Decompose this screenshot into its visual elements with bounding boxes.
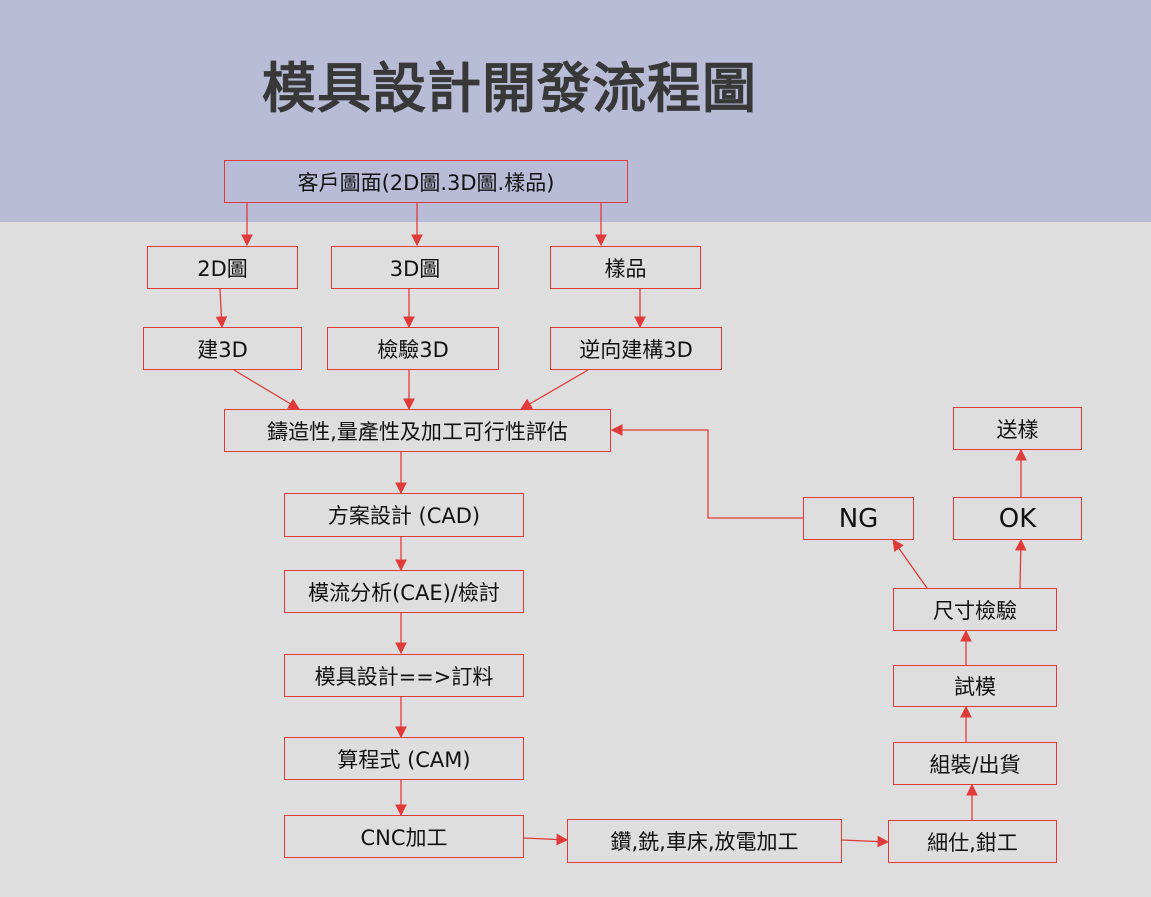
node-feasibility-evaluation: 鑄造性,量產性及加工可行性評估 — [224, 409, 611, 452]
arrow-cnc-to-machining — [523, 833, 569, 846]
node-build-3d: 建3D — [143, 327, 302, 370]
header-band — [0, 0, 1151, 222]
node-reverse-3d: 逆向建構3D — [550, 327, 722, 370]
node-sample: 樣品 — [550, 246, 701, 289]
node-send-sample: 送樣 — [953, 407, 1082, 450]
node-cae-analysis: 模流分析(CAE)/檢討 — [284, 570, 524, 613]
arrow-machining-to-fitting — [841, 835, 890, 848]
arrow-2d-to-build3d — [215, 288, 228, 329]
arrow-ng-to-feasibility — [610, 424, 803, 519]
node-cnc-machining: CNC加工 — [284, 815, 524, 858]
node-inspect-3d: 檢驗3D — [327, 327, 499, 370]
node-ng: NG — [803, 497, 914, 540]
arrow-dimension-to-ng — [892, 539, 928, 589]
node-customer-drawings: 客戶圖面(2D圖.3D圖.樣品) — [224, 160, 628, 203]
page-title: 模具設計開發流程圖 — [262, 56, 757, 120]
arrow-build3d-to-feasibility — [233, 369, 301, 410]
node-dimension-inspection: 尺寸檢驗 — [893, 588, 1057, 631]
arrow-dimension-to-ok — [1014, 538, 1027, 589]
node-cad-design: 方案設計 (CAD) — [284, 493, 524, 537]
node-fitting: 細仕,鉗工 — [888, 820, 1057, 863]
node-machining-processes: 鑽,銑,車床,放電加工 — [567, 819, 842, 863]
arrow-reverse3d-to-feasibility — [519, 369, 589, 410]
node-3d-drawing: 3D圖 — [331, 246, 499, 289]
node-cam-programming: 算程式 (CAM) — [284, 737, 524, 780]
node-mold-design-order: 模具設計==>訂料 — [284, 654, 524, 697]
node-assembly-shipping: 組裝/出貨 — [893, 742, 1057, 785]
node-ok: OK — [953, 497, 1082, 540]
node-2d-drawing: 2D圖 — [147, 246, 298, 289]
node-trial-mold: 試模 — [893, 665, 1057, 707]
